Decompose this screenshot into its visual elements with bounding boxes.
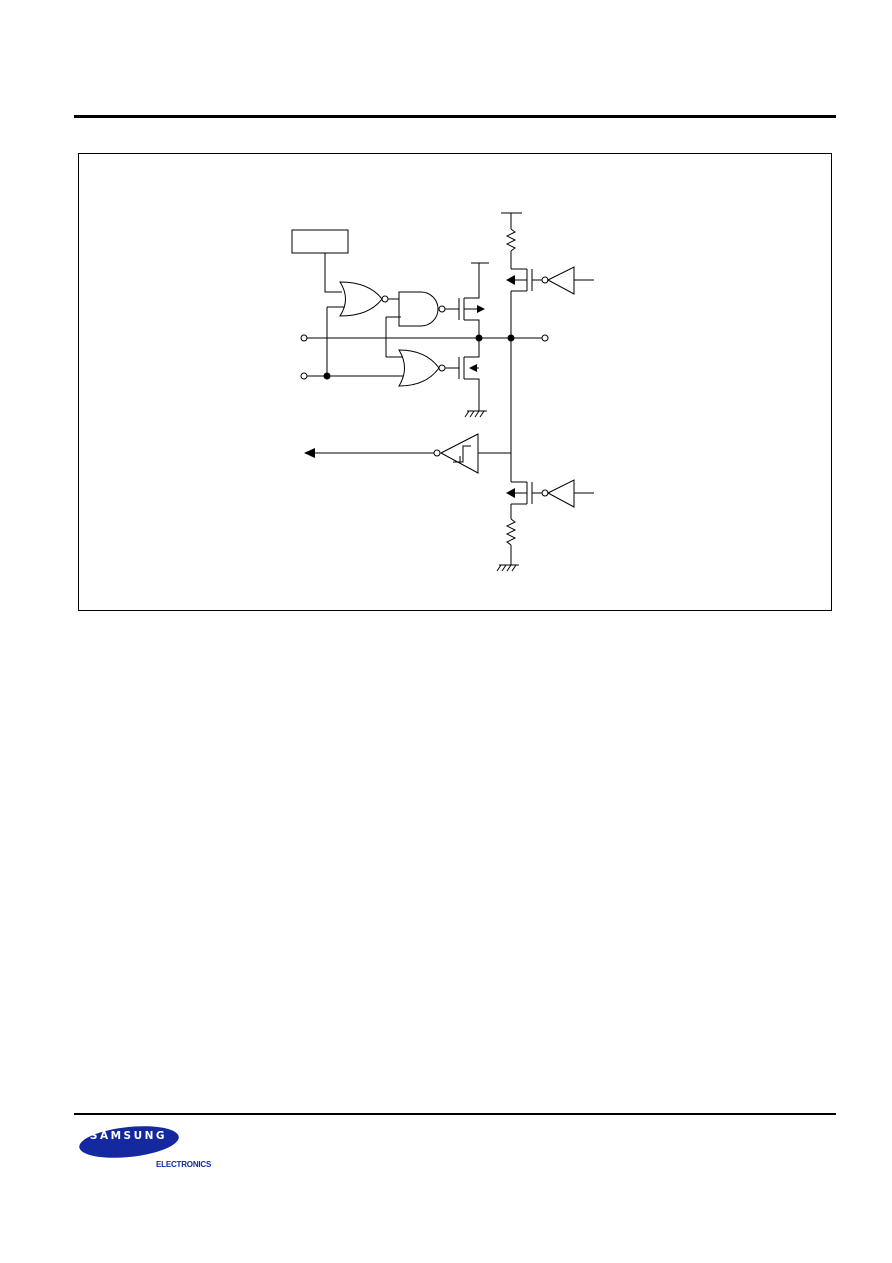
- nmos-arrow: [469, 364, 477, 372]
- nand-gate: [398, 291, 439, 327]
- junction-dot-driver-output: [475, 334, 483, 342]
- pull-down-resistor: [505, 518, 517, 546]
- schmitt-hysteresis-symbol: [453, 445, 471, 463]
- samsung-logo-ellipse: [79, 1126, 179, 1158]
- pmos-to-output: [464, 319, 480, 338]
- nmos-to-ground: [464, 378, 480, 411]
- nor-gate-2-bubble: [438, 364, 446, 372]
- data-input-terminal: [300, 334, 308, 342]
- schmitt-input-buffer: [439, 433, 479, 474]
- nor-gate-1: [339, 281, 383, 317]
- pull-down-transistor-arrow: [506, 488, 515, 498]
- io-pin-terminal: [541, 334, 549, 342]
- pull-up-resistor: [505, 228, 517, 252]
- footer-rule: [74, 1113, 836, 1115]
- header-rule: [74, 115, 836, 118]
- junction-dot-pad: [507, 334, 515, 342]
- io-circuit-schematic: [291, 212, 594, 572]
- logo-wordmark: SAMSUNG: [89, 1130, 168, 1142]
- enable-input-terminal: [300, 372, 308, 380]
- nand-gate-bubble: [438, 305, 446, 313]
- circuit-figure-frame: [78, 153, 832, 611]
- control-box: [291, 229, 349, 254]
- junction-dot-enable: [323, 372, 331, 380]
- nor-gate-1-bubble: [381, 295, 389, 303]
- ground-symbol-driver: [464, 410, 487, 418]
- wire-control-to-nor: [324, 253, 342, 293]
- nor-gate-2: [398, 349, 440, 387]
- internal-input-arrow: [304, 448, 315, 458]
- nmos-to-output: [464, 338, 480, 358]
- samsung-logo: SAMSUNG ELECTRONICS: [78, 1125, 228, 1170]
- ground-symbol-pull-down: [496, 564, 519, 572]
- pull-down-control-buffer: [546, 479, 575, 508]
- pmos-arrow: [477, 305, 485, 313]
- pull-up-transistor-arrow: [506, 275, 515, 285]
- schmitt-buffer-bubble: [433, 449, 441, 457]
- pull-up-control-buffer: [546, 266, 575, 295]
- logo-division: ELECTRONICS: [156, 1160, 212, 1169]
- pmos-drain-source: [464, 263, 480, 299]
